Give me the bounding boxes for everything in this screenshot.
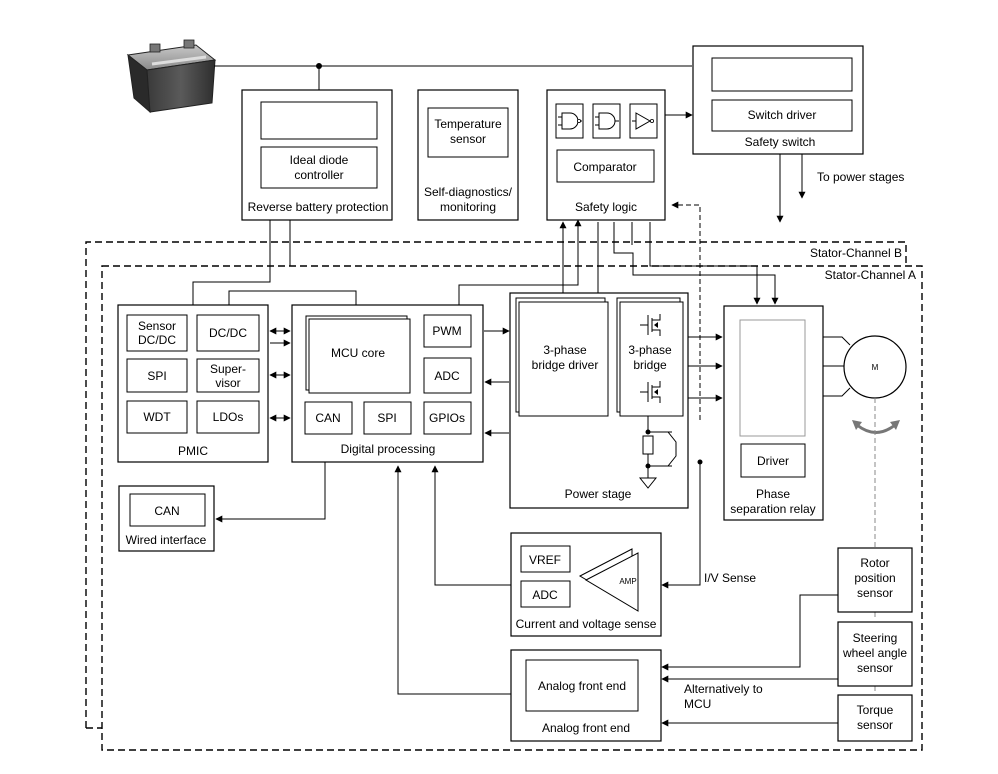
mcu-core-label: MCU core bbox=[331, 346, 385, 360]
comparator-label: Comparator bbox=[573, 160, 636, 174]
digital-processing-block: MCU core PWM ADC CAN SPI GPIOs Digital p… bbox=[291, 304, 484, 463]
reverse-battery-protection-block: Ideal diode controller Reverse battery p… bbox=[241, 89, 393, 221]
ideal-diode-label-1: Ideal diode bbox=[290, 153, 349, 167]
ground-icon bbox=[638, 477, 658, 489]
phase-separation-relay-block: Driver Phase separation relay bbox=[723, 305, 824, 521]
steering-wheel-angle-sensor-block: Steering wheel angle sensor bbox=[837, 621, 913, 687]
vref-label: VREF bbox=[529, 553, 561, 567]
power-stage-title: Power stage bbox=[565, 487, 632, 501]
self-diagnostics-block: Temperature sensor Self-diagnostics/ mon… bbox=[417, 89, 519, 221]
stator-channel-b-region: Stator-Channel B bbox=[85, 241, 907, 729]
cvs-adc-label: ADC bbox=[532, 588, 558, 602]
pmic-title: PMIC bbox=[178, 444, 208, 458]
digital-processing-title: Digital processing bbox=[341, 442, 436, 456]
bridge-label-1: 3-phase bbox=[628, 343, 672, 357]
svg-text:sensor: sensor bbox=[857, 718, 893, 732]
cvs-to-gpio-arrow bbox=[431, 465, 511, 586]
current-voltage-sense-title: Current and voltage sense bbox=[516, 617, 657, 631]
iv-sense-label: I/V Sense bbox=[704, 571, 756, 585]
safety-switch-block: Switch driver Safety switch bbox=[692, 45, 864, 155]
supervisor-label-2: visor bbox=[215, 376, 240, 390]
safety-logic-title: Safety logic bbox=[575, 200, 637, 214]
svg-text:sensor: sensor bbox=[857, 586, 893, 600]
afe-inner-label: Analog front end bbox=[538, 679, 626, 693]
battery-icon bbox=[126, 39, 217, 114]
can-to-wired-arrow bbox=[215, 462, 326, 523]
bridge-label-2: bridge bbox=[633, 358, 667, 372]
svg-text:Steering: Steering bbox=[853, 631, 898, 645]
svg-text:AMP: AMP bbox=[619, 577, 636, 586]
temperature-sensor-label-1: Temperature bbox=[434, 117, 502, 131]
relay-to-motor-lines bbox=[823, 336, 851, 397]
torque-sensor-block: Torque sensor bbox=[837, 694, 913, 742]
amplifier-icon: AMP bbox=[578, 548, 639, 612]
alternatively-to-mcu-label-2: MCU bbox=[684, 697, 711, 711]
rbp-to-pmic-line bbox=[192, 220, 271, 305]
bridge-to-relay-links bbox=[688, 333, 723, 402]
sensor-dcdc-label-1: Sensor bbox=[138, 319, 176, 333]
wired-can-label: CAN bbox=[154, 504, 179, 518]
pwm-label: PWM bbox=[432, 324, 461, 338]
afe-title: Analog front end bbox=[542, 721, 630, 735]
feedback-dashed-arrow bbox=[671, 201, 701, 420]
power-stage-block: 3-phase bridge driver 3-phase bridge Pow bbox=[509, 292, 689, 509]
wdt-label: WDT bbox=[143, 410, 171, 424]
motor-icon: M bbox=[843, 335, 907, 434]
svg-text:Torque: Torque bbox=[857, 703, 894, 717]
current-voltage-sense-block: VREF ADC AMP Current and voltage sense bbox=[510, 532, 662, 637]
sensor-dcdc-label-2: DC/DC bbox=[138, 333, 176, 347]
phase-separation-title-1: Phase bbox=[756, 487, 790, 501]
pmic-digital-links bbox=[228, 290, 357, 422]
pmic-spi-label: SPI bbox=[147, 369, 166, 383]
and-gate-icon bbox=[555, 103, 584, 139]
svg-text:position: position bbox=[854, 571, 895, 585]
phase-separation-title-2: separation relay bbox=[730, 502, 815, 516]
buffer-gate-icon bbox=[629, 103, 658, 139]
reverse-battery-title: Reverse battery protection bbox=[248, 200, 389, 214]
safety-switch-title: Safety switch bbox=[745, 135, 816, 149]
dp-adc-label: ADC bbox=[434, 369, 460, 383]
dp-can-label: CAN bbox=[315, 411, 340, 425]
analog-front-end-block: Analog front end Analog front end bbox=[510, 649, 662, 742]
dcdc-label: DC/DC bbox=[209, 326, 247, 340]
stator-channel-b-label: Stator-Channel B bbox=[810, 246, 902, 260]
self-diagnostics-title-2: monitoring bbox=[440, 200, 496, 214]
bridge-driver-label-2: bridge driver bbox=[532, 358, 599, 372]
svg-text:wheel angle: wheel angle bbox=[842, 646, 907, 660]
afe-to-digital-arrow bbox=[394, 465, 511, 695]
battery-bus bbox=[214, 63, 692, 90]
nand-gate-icon bbox=[592, 103, 621, 139]
ideal-diode-label-2: controller bbox=[294, 168, 343, 182]
dp-spi-label: SPI bbox=[377, 411, 396, 425]
svg-text:Rotor: Rotor bbox=[860, 556, 889, 570]
pmic-block: Sensor DC/DC DC/DC SPI Super- visor WDT … bbox=[117, 304, 269, 463]
self-diagnostics-title-1: Self-diagnostics/ bbox=[424, 185, 513, 199]
wired-interface-block: CAN Wired interface bbox=[118, 485, 215, 552]
svg-text:M: M bbox=[872, 363, 879, 372]
wired-interface-title: Wired interface bbox=[126, 533, 207, 547]
bridge-driver-label-1: 3-phase bbox=[543, 343, 587, 357]
ldos-label: LDOs bbox=[213, 410, 244, 424]
gpios-label: GPIOs bbox=[429, 411, 465, 425]
shunt-resistor-icon bbox=[642, 416, 677, 478]
driver-label: Driver bbox=[757, 454, 789, 468]
sensor-to-afe-arrows bbox=[661, 594, 838, 727]
svg-text:sensor: sensor bbox=[857, 661, 893, 675]
mosfet-low-icon bbox=[640, 381, 661, 403]
switch-driver-label: Switch driver bbox=[748, 108, 817, 122]
iv-sense-arrow bbox=[661, 462, 701, 589]
safety-logic-block: Comparator Safety logic bbox=[546, 89, 666, 221]
supervisor-label-1: Super- bbox=[210, 362, 246, 376]
temperature-sensor-label-2: sensor bbox=[450, 132, 486, 146]
rotor-position-sensor-block: Rotor position sensor bbox=[837, 547, 913, 613]
stator-channel-a-region: Stator-Channel A bbox=[101, 265, 923, 751]
mosfet-high-icon bbox=[640, 314, 661, 336]
to-power-stages-label: To power stages bbox=[817, 170, 904, 184]
stator-channel-a-label: Stator-Channel A bbox=[825, 268, 916, 282]
alternatively-to-mcu-label-1: Alternatively to bbox=[684, 682, 763, 696]
